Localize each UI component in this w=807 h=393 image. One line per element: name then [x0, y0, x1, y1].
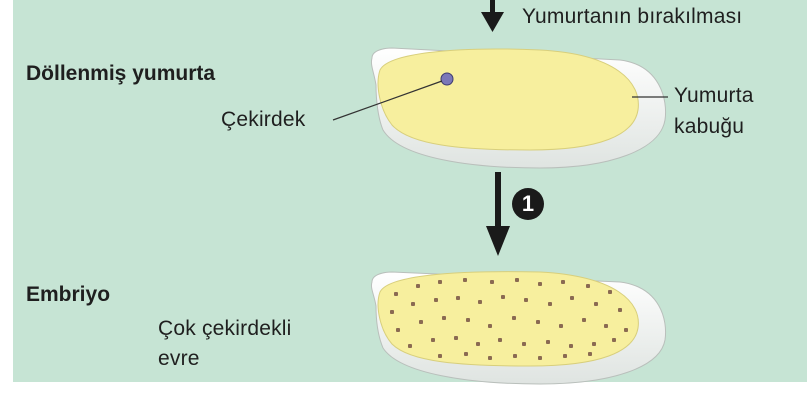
embryo-nucleus-dot	[536, 320, 540, 324]
embryo-nucleus-dot	[463, 278, 467, 282]
fertilized-egg	[371, 48, 665, 168]
egg-shell-label-line2: kabuğu	[674, 115, 744, 139]
embryo-nucleus-dot	[438, 354, 442, 358]
fertilized-egg-label: Döllenmiş yumurta	[26, 62, 215, 86]
embryo-nucleus-dot	[624, 328, 628, 332]
embryo-nucleus-dot	[456, 296, 460, 300]
embryo-nucleus-dot	[442, 316, 446, 320]
embryo-nucleus-dot	[538, 356, 542, 360]
embryo-nucleus-dot	[546, 340, 550, 344]
embryo-nucleus-dot	[524, 298, 528, 302]
embryo-nucleus-dot	[478, 300, 482, 304]
embryo-nucleus-dot	[394, 292, 398, 296]
embryo-nucleus-dot	[498, 338, 502, 342]
embryo-nucleus-dot	[476, 342, 480, 346]
embryo-nucleus-dot	[563, 354, 567, 358]
embryo-nucleus-dot	[416, 284, 420, 288]
embryo-nucleus-dot	[466, 318, 470, 322]
nucleus-label: Çekirdek	[221, 108, 305, 132]
embryo-label: Embriyo	[26, 283, 110, 307]
embryo-nucleus-dot	[490, 280, 494, 284]
embryo-nucleus-dot	[488, 356, 492, 360]
embryo-nucleus-dot	[618, 308, 622, 312]
egg-shell-label-line1: Yumurta	[674, 84, 754, 108]
multinucleate-label-line2: evre	[158, 347, 200, 371]
multinucleate-label-line1: Çok çekirdekli	[158, 317, 292, 341]
step-1-badge: 1	[512, 188, 544, 220]
embryo-nucleus-dot	[419, 320, 423, 324]
embryo-nucleus-dot	[586, 284, 590, 288]
embryo-nucleus-dot	[438, 280, 442, 284]
embryo-nucleus-dot	[594, 302, 598, 306]
embryo-nucleus-dot	[408, 344, 412, 348]
embryo-nucleus-dot	[612, 338, 616, 342]
embryo-nucleus-dot	[488, 324, 492, 328]
embryo-nucleus-dot	[569, 344, 573, 348]
embryo-nucleus-dot	[434, 298, 438, 302]
embryo-nucleus-dot	[592, 342, 596, 346]
embryo-nucleus-dot	[570, 296, 574, 300]
embryo-nucleus-dot	[501, 295, 505, 299]
egg-release-label: Yumurtanın bırakılması	[522, 5, 742, 29]
embryo-nucleus-dot	[561, 280, 565, 284]
embryo-nucleus-dot	[515, 278, 519, 282]
embryo-nucleus-dot	[411, 302, 415, 306]
egg-yolk	[378, 49, 638, 150]
embryo-nucleus-dot	[522, 342, 526, 346]
embryo-nucleus-dot	[454, 336, 458, 340]
embryo-nucleus-dot	[538, 282, 542, 286]
embryo-nucleus-dot	[513, 354, 517, 358]
development-arrow	[486, 172, 510, 256]
embryo-nucleus-dot	[582, 318, 586, 322]
embryo-nucleus-dot	[390, 310, 394, 314]
embryo-nucleus-dot	[548, 302, 552, 306]
embryo-nucleus-dot	[431, 338, 435, 342]
embryo-nucleus-dot	[608, 290, 612, 294]
embryo-nucleus-dot	[588, 352, 592, 356]
nucleus-dot	[441, 73, 453, 85]
embryo-nucleus-dot	[464, 352, 468, 356]
embryo-egg	[371, 272, 665, 384]
release-arrow	[481, 0, 504, 32]
embryo-nucleus-dot	[604, 324, 608, 328]
embryo-nucleus-dot	[396, 328, 400, 332]
embryo-nucleus-dot	[512, 316, 516, 320]
embryo-nucleus-dot	[559, 324, 563, 328]
